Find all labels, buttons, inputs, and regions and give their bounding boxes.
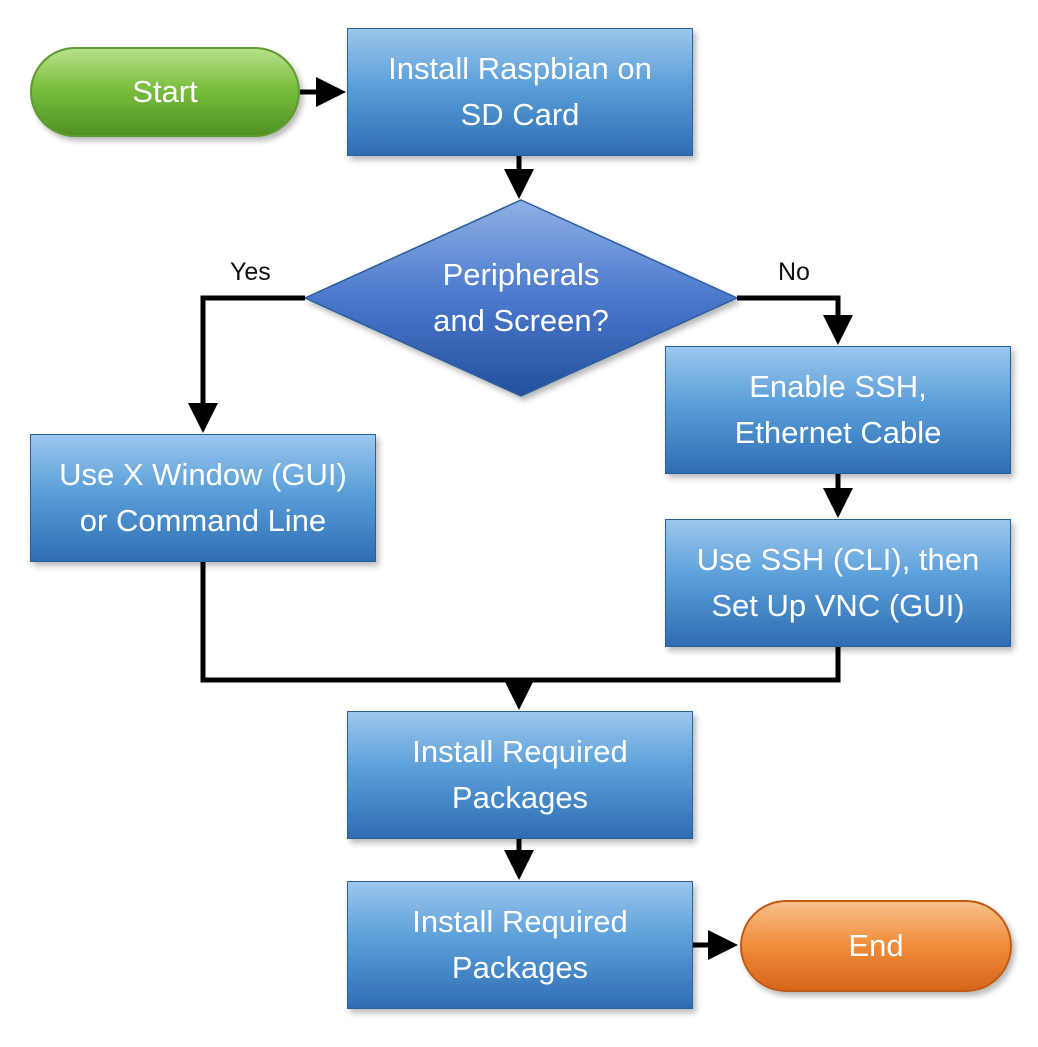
enable-ssh-label: Enable SSH, Ethernet Cable	[734, 369, 942, 450]
no-label: No	[778, 258, 810, 286]
install-raspbian-label: Install Raspbian on SD Card	[388, 51, 652, 132]
end-node: End	[740, 900, 1012, 992]
install-packages-label-2: Install Required Packages	[412, 904, 628, 985]
decision-diamond	[303, 199, 739, 397]
start-label: Start	[132, 74, 198, 109]
start-node: Start	[30, 47, 300, 137]
decision-label-wrap: Peripherals and Screen?	[371, 238, 671, 358]
use-xwindow-label: Use X Window (GUI) or Command Line	[59, 457, 347, 538]
use-ssh-label: Use SSH (CLI), then Set Up VNC (GUI)	[696, 542, 980, 623]
end-label: End	[848, 928, 904, 963]
enable-ssh-box: Enable SSH, Ethernet Cable	[665, 346, 1011, 474]
use-xwindow-box: Use X Window (GUI) or Command Line	[30, 434, 376, 562]
use-ssh-box: Use SSH (CLI), then Set Up VNC (GUI)	[665, 519, 1011, 647]
install-packages-label-1: Install Required Packages	[412, 734, 628, 815]
connector-no-branch	[737, 295, 853, 345]
decision-label: Peripherals and Screen?	[433, 257, 609, 338]
install-packages-box-2: Install Required Packages	[347, 881, 693, 1009]
install-packages-box-1: Install Required Packages	[347, 711, 693, 839]
yes-label: Yes	[230, 258, 271, 286]
install-raspbian-box: Install Raspbian on SD Card	[347, 28, 693, 156]
connector-yes-branch	[188, 295, 305, 433]
